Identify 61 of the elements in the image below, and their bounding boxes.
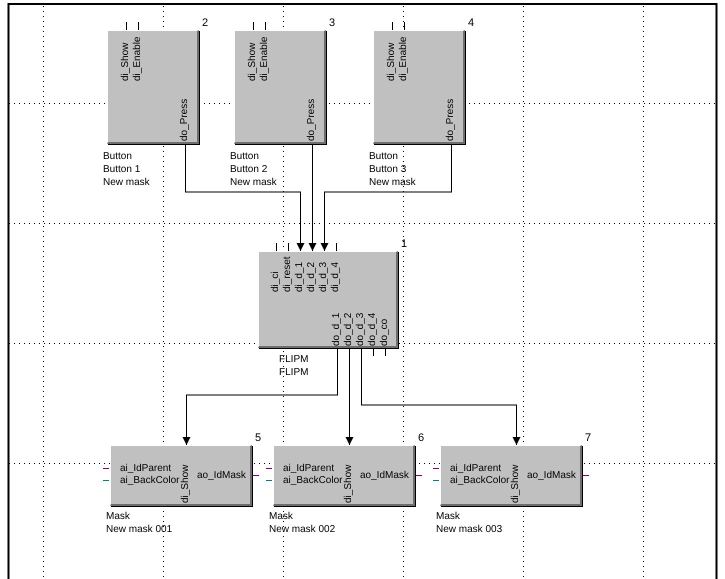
pin-label: ai_IdParent: [120, 464, 172, 474]
pin-label: do_Press: [307, 98, 317, 141]
pin-label: di_reset: [283, 256, 293, 292]
pin-label: ai_IdParent: [450, 464, 502, 474]
block-caption: Mask: [269, 510, 293, 523]
pin-label: di_d_2: [307, 262, 317, 292]
pin-label: di_d_1: [295, 262, 305, 292]
block-number: 6: [418, 433, 424, 443]
block-caption: New mask 003: [436, 523, 502, 536]
pin-label: ao_IdMask: [197, 471, 246, 481]
block-number: 3: [329, 18, 336, 28]
pin-label: ai_BackColor: [283, 476, 342, 486]
block-caption: Mask: [436, 510, 460, 523]
pin-label: di_Show: [121, 42, 131, 81]
pin-label: ao_IdMask: [527, 471, 576, 481]
pin-label: di_Enable: [260, 36, 270, 81]
pin-label: ai_BackColor: [450, 476, 510, 486]
pin-label: di_Show: [181, 464, 191, 503]
block-number: 5: [255, 433, 262, 443]
pin-label: di_Show: [248, 42, 258, 81]
block-caption: Button: [103, 150, 132, 163]
block-caption: New mask: [103, 176, 150, 189]
pin-label: do_Press: [180, 98, 190, 141]
pin-label: do_d_4: [368, 312, 378, 346]
block-caption: Button: [369, 150, 398, 163]
block-number: 7: [585, 433, 592, 443]
pin-label: do_d_2: [344, 312, 354, 346]
block-caption: FLIPM: [279, 366, 308, 379]
connector-arrow: [346, 348, 354, 446]
block-caption: New mask: [369, 176, 416, 189]
pin-label: do_co: [380, 318, 390, 346]
pin-label: di_ci: [271, 271, 281, 292]
pin-label: di_Enable: [399, 36, 409, 81]
block-caption: Button 2: [230, 163, 268, 176]
connector-arrow: [182, 348, 338, 446]
connector-arrow: [361, 348, 520, 446]
pin-label: di_Show: [344, 464, 354, 503]
pin-label: ai_BackColor: [120, 476, 180, 486]
block-caption: Button 1: [103, 163, 140, 176]
pin-label: di_d_4: [331, 262, 341, 292]
block-caption: Button 3: [369, 163, 406, 176]
pin-label: di_Show: [511, 464, 521, 503]
block-number: 4: [468, 18, 474, 28]
pin-label: do_d_3: [356, 312, 366, 346]
pin-label: di_Show: [387, 42, 397, 81]
block-caption: New mask: [230, 176, 277, 189]
pin-label: do_d_1: [332, 312, 342, 346]
block-caption: New mask 002: [269, 523, 336, 536]
block-caption: New mask 001: [106, 523, 172, 536]
block-caption: Button: [230, 150, 259, 163]
pin-label: di_Enable: [133, 36, 143, 81]
block-caption: FLIPM: [279, 353, 308, 366]
block-number: 2: [202, 18, 208, 28]
pin-label: do_Press: [446, 98, 456, 141]
block-caption: Mask: [106, 510, 130, 523]
pin-label: ai_IdParent: [283, 464, 334, 474]
connector-arrow: [308, 144, 316, 252]
pin-label: ao_IdMask: [360, 471, 409, 481]
connector-arrow: [320, 144, 452, 252]
pin-label: di_d_3: [319, 262, 329, 292]
connector-arrow: [185, 144, 304, 252]
